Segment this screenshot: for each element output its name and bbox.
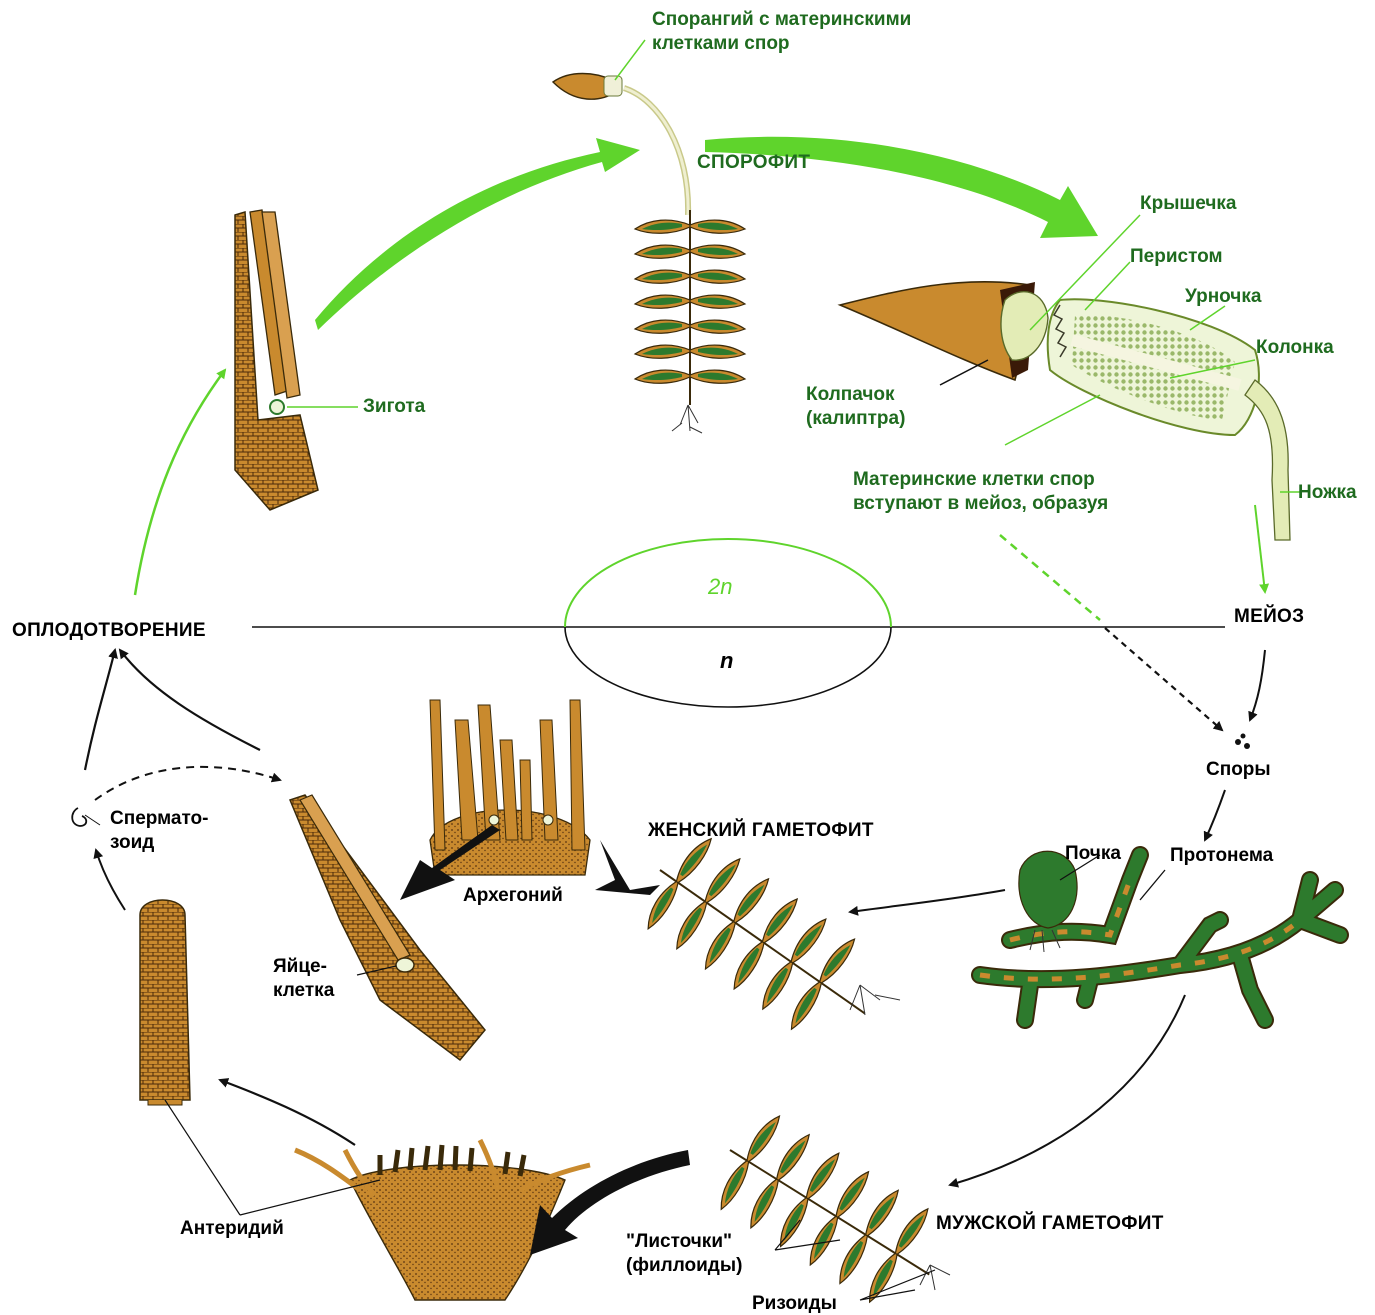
sporophyte-label: СПОРОФИТ: [697, 152, 810, 174]
operculum-lid: [1001, 292, 1048, 360]
phylloids-label-line1: "Листочки": [626, 1231, 732, 1253]
spores-label: Споры: [1206, 759, 1271, 781]
operculum-label: Крышечка: [1140, 193, 1236, 215]
antheridium-detail: [140, 900, 190, 1105]
male-gametophyte-label: МУЖСКОЙ ГАМЕТОФИТ: [936, 1213, 1164, 1235]
diploid-label: 2n: [708, 576, 732, 598]
bud-label: Почка: [1065, 843, 1121, 865]
rhizoids-label: Ризоиды: [752, 1293, 837, 1315]
mother-cells-label-line2: вступают в мейоз, образуя: [853, 493, 1108, 515]
female-gametophyte: [628, 825, 896, 1059]
peristome-label: Перистом: [1130, 246, 1223, 268]
sporangium-label-line2: клетками спор: [652, 33, 790, 55]
egg-label-line2: клетка: [273, 980, 334, 1002]
zygote-archegonium: [235, 210, 318, 510]
antheridium-label: Антеридий: [180, 1218, 284, 1240]
archegonia-cluster: [430, 700, 590, 875]
phylloids-label-line2: (филлоиды): [626, 1255, 742, 1277]
sporophyte-plant: [553, 74, 745, 434]
spores-dots: [1235, 734, 1250, 750]
spermatozoid-icon: [72, 808, 86, 826]
male-gametophyte: [701, 1103, 959, 1315]
archegonium-label: Архегоний: [463, 885, 563, 907]
column-label: Колонка: [1256, 337, 1334, 359]
haploid-label: n: [720, 650, 733, 672]
protonema-label: Протонема: [1170, 845, 1273, 867]
zygote-label: Зигота: [363, 396, 425, 418]
sporangium-label-line1: Спорангий с материнскими: [652, 9, 911, 31]
black-arrow-to-archegonium: [595, 840, 660, 895]
calyptra-label-line2: (калиптра): [806, 408, 905, 430]
zygote-cell: [270, 400, 284, 414]
sperm-label-line1: Спермато-: [110, 808, 208, 830]
calyptra-label-line1: Колпачок: [806, 384, 895, 406]
female-gametophyte-label: ЖЕНСКИЙ ГАМЕТОФИТ: [648, 820, 874, 842]
sperm-label-line2: зоид: [110, 832, 154, 854]
egg-label-line1: Яйце-: [273, 956, 327, 978]
stalk-label: Ножка: [1298, 482, 1357, 504]
urn-label: Урночка: [1185, 286, 1261, 308]
fertilization-label: ОПЛОДОТВОРЕНИЕ: [12, 620, 206, 642]
green-arrow-zygote-to-sporophyte: [315, 138, 640, 330]
meiosis-label: МЕЙОЗ: [1234, 606, 1304, 628]
egg-cell: [396, 958, 414, 972]
mother-cells-label-line1: Материнские клетки спор: [853, 469, 1095, 491]
